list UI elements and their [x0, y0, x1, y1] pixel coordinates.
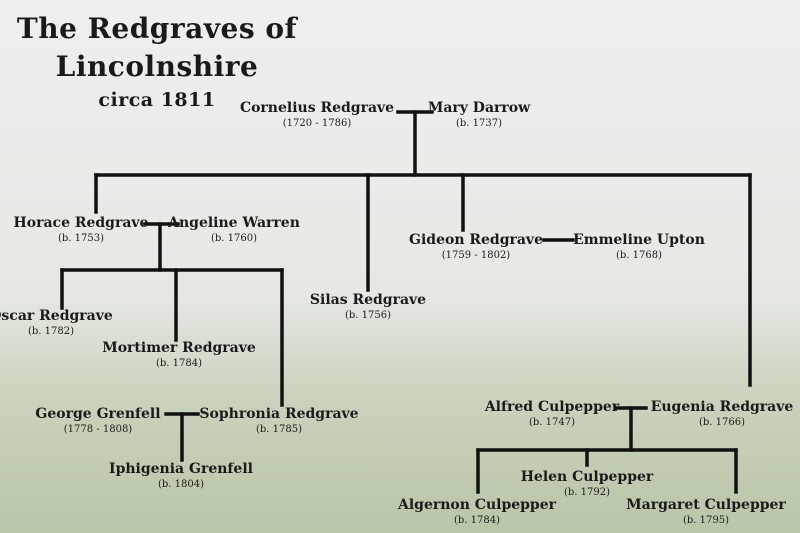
person-dates: (b. 1768) — [615, 250, 663, 261]
person-margaret-culpepper: Margaret Culpepper (b. 1795) — [626, 497, 786, 527]
person-name: Emmeline Upton — [573, 232, 705, 248]
person-dates: (b. 1785) — [255, 424, 302, 435]
person-name: Eugenia Redgrave — [650, 399, 794, 415]
person-name: George Grenfell — [35, 406, 161, 422]
person-name: Mortimer Redgrave — [102, 340, 256, 356]
person-dates: (1778 - 1808) — [63, 424, 133, 435]
title-line-1: The Redgraves of — [16, 12, 298, 45]
person-gideon-redgrave: Gideon Redgrave (1759 - 1802) — [409, 232, 543, 262]
person-name: Helen Culpepper — [520, 469, 654, 485]
person-dates: (1720 - 1786) — [282, 118, 352, 129]
person-eugenia-redgrave: Eugenia Redgrave (b. 1766) — [651, 399, 794, 429]
person-name: Oscar Redgrave — [0, 308, 113, 324]
person-name: Iphigenia Grenfell — [109, 461, 253, 477]
person-name: Angeline Warren — [168, 215, 300, 231]
person-name: Gideon Redgrave — [409, 232, 543, 248]
person-name: Algernon Culpepper — [397, 497, 557, 513]
person-dates: (b. 1766) — [698, 417, 746, 428]
person-name: Horace Redgrave — [13, 215, 149, 231]
person-dates: (b. 1795) — [682, 515, 730, 526]
person-oscar-redgrave: Oscar Redgrave (b. 1782) — [0, 308, 113, 338]
person-iphigenia-grenfell: Iphigenia Grenfell (b. 1804) — [109, 461, 253, 491]
person-name: Alfred Culpepper — [484, 399, 620, 415]
person-dates: (b. 1760) — [210, 233, 257, 244]
person-dates: (b. 1784) — [155, 358, 203, 369]
person-angeline-warren: Angeline Warren (b. 1760) — [168, 215, 300, 245]
person-dates: (b. 1737) — [455, 118, 502, 129]
person-dates: (b. 1804) — [157, 479, 204, 490]
person-george-grenfell: George Grenfell (1778 - 1808) — [35, 406, 160, 436]
person-dates: (b. 1782) — [27, 326, 75, 337]
title-subtitle: circa 1811 — [98, 89, 216, 111]
person-dates: (b. 1747) — [528, 417, 576, 428]
person-mary-darrow: Mary Darrow (b. 1737) — [428, 100, 530, 130]
person-dates: (1759 - 1802) — [441, 250, 511, 261]
person-sophronia-redgrave: Sophronia Redgrave (b. 1785) — [199, 406, 358, 436]
person-name: Silas Redgrave — [309, 292, 427, 308]
person-name: Mary Darrow — [427, 100, 531, 116]
person-horace-redgrave: Horace Redgrave (b. 1753) — [14, 215, 149, 245]
person-dates: (b. 1753) — [57, 233, 104, 244]
person-cornelius-redgrave: Cornelius Redgrave (1720 - 1786) — [240, 100, 394, 130]
person-name: Cornelius Redgrave — [239, 100, 395, 116]
person-emmeline-upton: Emmeline Upton (b. 1768) — [573, 232, 705, 262]
person-dates: (b. 1756) — [344, 310, 391, 321]
person-helen-culpepper: Helen Culpepper (b. 1792) — [521, 469, 654, 499]
tree-title: The Redgraves of Lincolnshire circa 1811 — [12, 10, 302, 112]
person-silas-redgrave: Silas Redgrave (b. 1756) — [310, 292, 426, 322]
person-name: Margaret Culpepper — [626, 497, 786, 513]
person-dates: (b. 1784) — [453, 515, 500, 526]
person-mortimer-redgrave: Mortimer Redgrave (b. 1784) — [102, 340, 256, 370]
person-dates: (b. 1792) — [563, 487, 610, 498]
person-name: Sophronia Redgrave — [199, 406, 359, 422]
person-alfred-culpepper: Alfred Culpepper (b. 1747) — [485, 399, 619, 429]
title-line-2: Lincolnshire — [55, 50, 259, 83]
person-algernon-culpepper: Algernon Culpepper (b. 1784) — [398, 497, 556, 527]
